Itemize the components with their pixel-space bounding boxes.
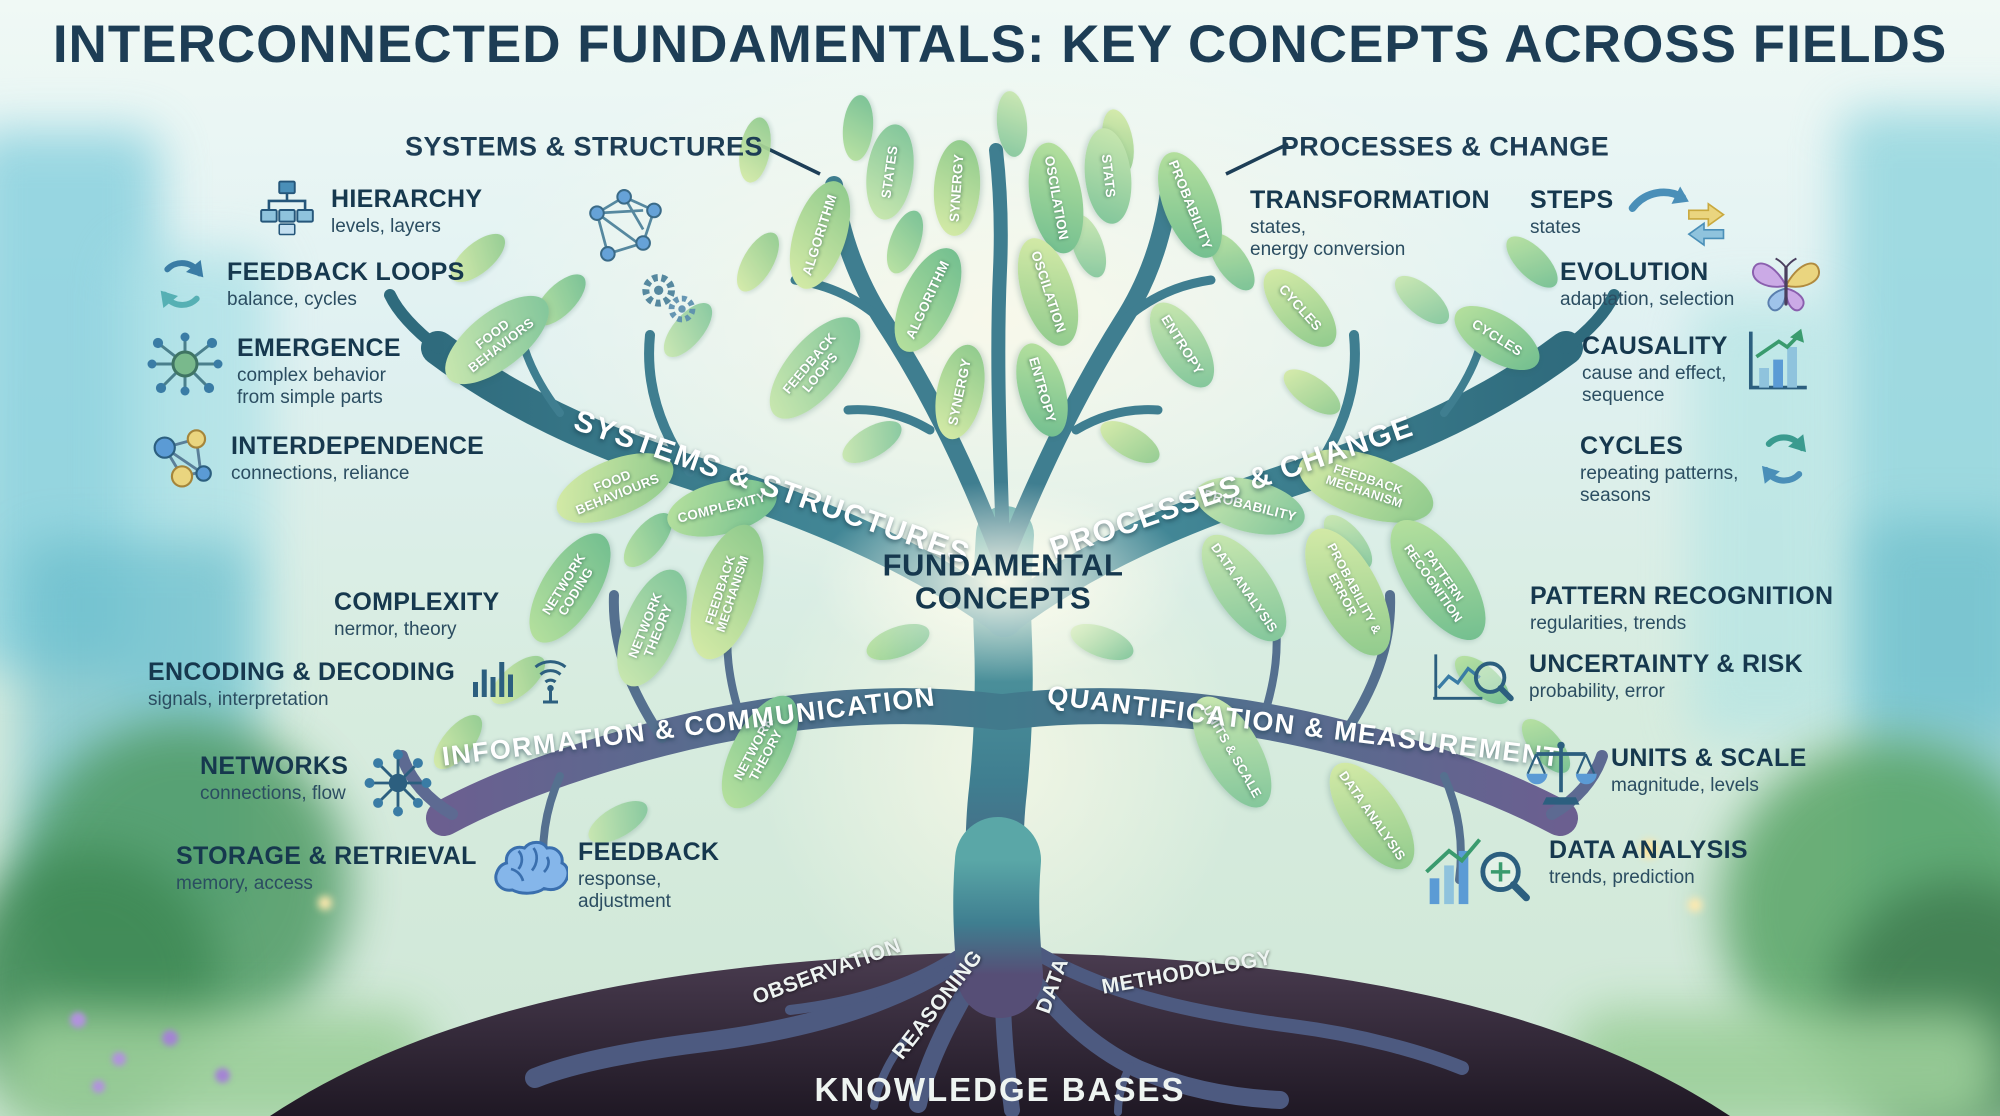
- trunk-flare: [953, 817, 1043, 1018]
- knowledge-bases-label: KNOWLEDGE BASES: [814, 1071, 1186, 1108]
- flower-dot: [215, 1068, 230, 1083]
- branch-information-communication: [426, 688, 1018, 836]
- trunk-label: FUNDAMENTAL CONCEPTS: [882, 547, 1124, 616]
- flower-dot: [112, 1052, 126, 1066]
- glow-dot: [1640, 840, 1658, 858]
- flower-dot: [162, 1030, 178, 1046]
- page-title: INTERCONNECTED FUNDAMENTALS: KEY CONCEPT…: [52, 15, 1948, 74]
- flower-dot: [92, 1080, 105, 1093]
- branch-quantification-measurement: [986, 688, 1578, 836]
- glow-dot: [1688, 898, 1702, 912]
- heading-systems-structures: SYSTEMS & STRUCTURES: [404, 131, 764, 162]
- glow-dot: [318, 896, 332, 910]
- heading-pointer-right: [1225, 142, 1289, 176]
- heading-processes-change: PROCESSES & CHANGE: [1280, 131, 1610, 162]
- flower-dot: [70, 1012, 86, 1028]
